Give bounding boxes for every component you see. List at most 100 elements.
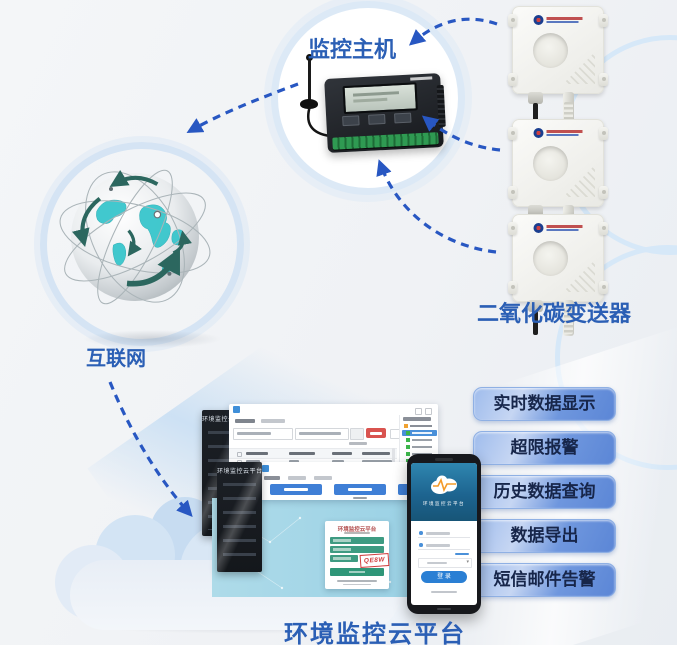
record-count-text xyxy=(349,442,367,445)
copyright-text xyxy=(343,583,371,586)
brand-logo xyxy=(533,15,583,25)
tree-node-root[interactable] xyxy=(402,423,437,429)
forgot-password-link[interactable] xyxy=(455,553,469,555)
password-field[interactable] xyxy=(330,546,384,553)
window-icon[interactable] xyxy=(415,408,422,415)
sensor-enclosure xyxy=(508,214,608,302)
lcd-text-line xyxy=(353,97,388,103)
phone-password-input[interactable] xyxy=(418,541,470,550)
phone-speaker xyxy=(435,458,453,461)
phone-login-button[interactable]: 登 录 xyxy=(421,571,467,583)
sensor-cable xyxy=(533,311,538,335)
tree-node-selected[interactable] xyxy=(402,430,437,436)
host-key xyxy=(394,112,412,124)
tab-1[interactable] xyxy=(264,476,280,480)
app-icon xyxy=(262,465,269,472)
arrow-internet-to-platform xyxy=(108,381,193,517)
phone-nav-bar[interactable] xyxy=(437,607,451,610)
co2-sensor-2 xyxy=(506,119,610,241)
brand-logo xyxy=(533,223,583,233)
phone-username-input[interactable] xyxy=(418,529,470,538)
internet-globe xyxy=(59,169,211,305)
platform-label: 环境监控云平台 xyxy=(284,621,466,645)
window-icon[interactable] xyxy=(425,408,432,415)
copyright-text xyxy=(337,580,377,582)
logo-roundel xyxy=(533,15,544,25)
mount-ear xyxy=(508,127,517,140)
tree-title xyxy=(403,417,431,421)
mount-ear xyxy=(508,73,517,86)
sensor-vent xyxy=(533,146,568,181)
mount-ear xyxy=(599,186,608,199)
search-button[interactable] xyxy=(350,428,364,440)
feature-history-query: 历史数据查询 xyxy=(473,475,616,509)
tab-realtime[interactable] xyxy=(235,419,255,423)
control-button-1[interactable] xyxy=(270,484,322,495)
antenna-mast xyxy=(308,58,311,102)
chevron-down-icon: ▾ xyxy=(466,559,469,565)
monitoring-host-device xyxy=(292,52,452,164)
export-button[interactable] xyxy=(366,428,386,438)
lock-icon xyxy=(419,543,423,547)
host-terminal-block xyxy=(332,132,439,150)
mount-ear xyxy=(599,222,608,235)
sensor-vent xyxy=(533,33,568,68)
server-select[interactable]: ▾ xyxy=(418,558,472,568)
mount-ear xyxy=(599,14,608,27)
logo-roundel xyxy=(533,223,544,233)
vent-slits xyxy=(563,260,595,292)
login-submit-button[interactable] xyxy=(330,568,384,576)
mount-ear xyxy=(508,186,517,199)
login-card: 环境监控云平台 QE8W xyxy=(325,521,390,589)
web-data-page xyxy=(229,404,438,470)
host-label: 监控主机 xyxy=(308,37,397,62)
tab-history[interactable] xyxy=(261,419,285,423)
mount-ear xyxy=(599,73,608,86)
app-name-caption: 环境监控云平台 xyxy=(423,501,465,506)
device-icon xyxy=(406,431,410,435)
tree-node[interactable] xyxy=(402,437,437,443)
tab-3[interactable] xyxy=(314,476,332,480)
logo-text xyxy=(546,17,583,23)
tree-node[interactable] xyxy=(402,444,437,450)
sensor-cable xyxy=(533,103,538,127)
daterange-input[interactable] xyxy=(295,428,349,440)
captcha-image[interactable]: QE8W xyxy=(359,553,390,568)
host-lcd-screen xyxy=(342,82,418,115)
username-field[interactable] xyxy=(330,537,384,544)
lcd-text-line xyxy=(352,91,400,97)
phone-footer-text xyxy=(431,591,457,593)
host-key xyxy=(342,115,360,127)
tab-2[interactable] xyxy=(288,476,306,480)
brand-logo xyxy=(533,128,583,138)
mount-ear xyxy=(599,281,608,294)
sensor-label: 二氧化碳变送器 xyxy=(477,301,632,326)
user-icon xyxy=(419,531,423,535)
device-select[interactable] xyxy=(233,428,293,440)
co2-sensor-1 xyxy=(506,6,610,128)
status-text xyxy=(353,496,367,499)
feature-sms-email-alert: 短信邮件告警 xyxy=(473,563,616,597)
cable-gland xyxy=(528,92,543,104)
feature-data-export: 数据导出 xyxy=(473,519,616,553)
mount-ear xyxy=(508,14,517,27)
internet-label: 互联网 xyxy=(86,348,146,370)
mobile-app-phone: 环境监控云平台 ▾ 登 录 xyxy=(407,454,481,614)
login-card-subtitle xyxy=(344,532,370,534)
vent-slits xyxy=(563,52,595,84)
app-icon xyxy=(233,406,240,413)
host-label-print xyxy=(410,76,433,81)
cable-gland xyxy=(528,300,543,312)
web-sidebar-front: 环境监控云平台 xyxy=(217,462,262,572)
mount-ear xyxy=(508,222,517,235)
control-button-2[interactable] xyxy=(334,484,386,495)
globe-arrows xyxy=(72,169,192,287)
feature-realtime-display: 实时数据显示 xyxy=(473,387,616,421)
logo-text xyxy=(546,225,583,231)
phone-screen: 环境监控云平台 ▾ 登 录 xyxy=(411,463,477,605)
feature-overlimit-alarm: 超限报警 xyxy=(473,431,616,465)
captcha-field[interactable] xyxy=(330,555,358,562)
mount-ear xyxy=(599,127,608,140)
antenna-tip xyxy=(306,54,313,61)
